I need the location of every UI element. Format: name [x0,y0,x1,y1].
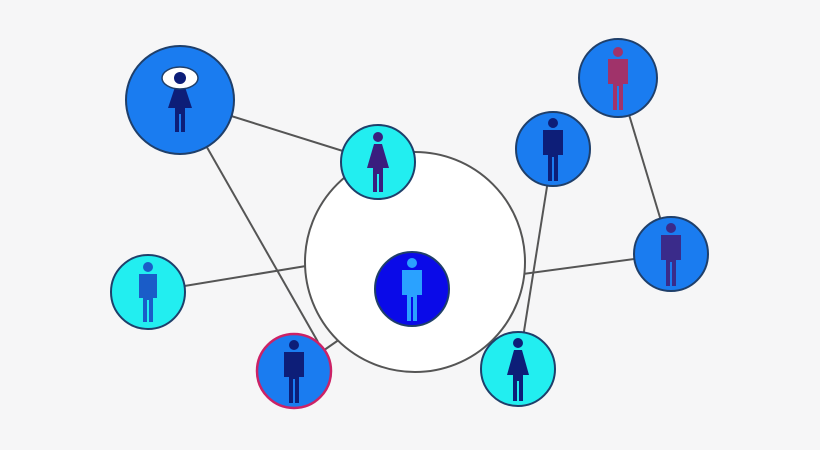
female-person-icon [367,132,389,192]
male-person-icon [402,258,422,321]
nodes-layer [110,38,709,410]
node-bottom-highlighted-man [255,332,333,410]
node-top-left-woman [125,45,235,155]
male-person-icon [139,262,157,322]
female-person-icon [507,338,529,401]
male-person-icon [608,47,628,110]
node-center-top-woman [340,124,416,200]
eye-icon [161,66,199,90]
node-upper-right-man [515,111,591,187]
node-right-man [633,216,709,292]
node-top-right-man [578,38,658,118]
male-person-icon [661,223,681,286]
male-person-icon [284,340,304,403]
node-bottom-right-woman [480,331,556,407]
male-person-icon [543,118,563,181]
node-left-man [110,254,186,330]
node-center-man [374,251,450,327]
